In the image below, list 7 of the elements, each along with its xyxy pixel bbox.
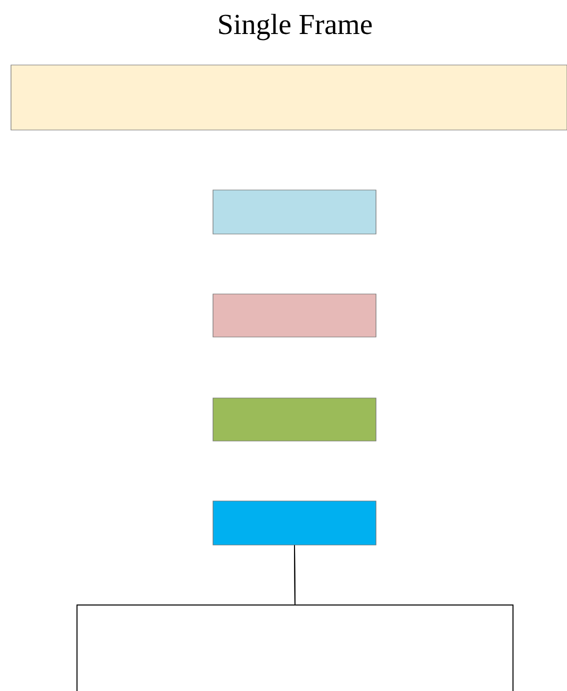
connector-line (294, 544, 514, 691)
colored-box (212, 294, 376, 338)
colored-box (10, 64, 567, 130)
colored-box (212, 190, 376, 234)
colored-box (212, 398, 376, 442)
title: Single Frame (219, 14, 372, 40)
colored-box (212, 500, 376, 546)
